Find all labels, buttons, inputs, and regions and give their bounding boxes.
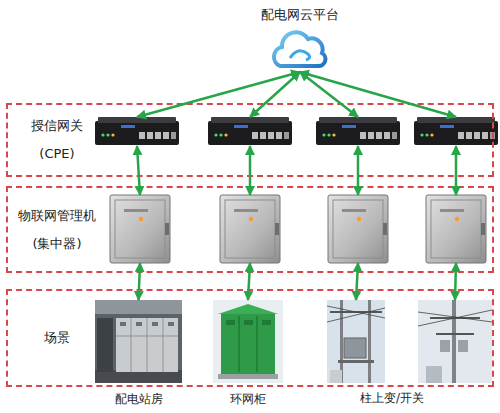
picture-detail bbox=[147, 318, 148, 372]
cpe-device bbox=[316, 117, 400, 145]
picture-detail bbox=[221, 314, 275, 374]
picture-detail bbox=[238, 316, 240, 372]
concentrator bbox=[426, 195, 486, 263]
concentrator bbox=[220, 195, 280, 263]
cpe-gateway bbox=[208, 117, 292, 146]
link-arrow bbox=[455, 263, 456, 300]
link-arrow bbox=[137, 72, 300, 117]
picture-detail bbox=[458, 340, 468, 352]
cloud-outline bbox=[274, 32, 325, 66]
cpe-devices bbox=[95, 117, 498, 145]
picture-detail bbox=[418, 312, 492, 322]
picture-detail bbox=[436, 333, 474, 335]
substation-room-picture bbox=[95, 300, 182, 383]
picture-detail bbox=[344, 338, 366, 358]
link-arrow bbox=[455, 146, 458, 195]
scene-picture: 环网柜 bbox=[213, 300, 283, 383]
scene-picture bbox=[418, 300, 492, 383]
picture-detail bbox=[452, 300, 456, 383]
pole-transformer-picture bbox=[327, 300, 385, 383]
picture-detail bbox=[218, 374, 278, 379]
picture-detail bbox=[95, 300, 182, 314]
cpe-gateway bbox=[414, 117, 498, 146]
link-arrow bbox=[250, 72, 300, 117]
picture-detail bbox=[338, 360, 374, 363]
picture-detail bbox=[116, 318, 178, 372]
picture-detail bbox=[120, 322, 126, 326]
concentrator-box bbox=[426, 195, 486, 263]
picture-detail bbox=[327, 308, 385, 322]
platform-title: 配电网云平台 bbox=[252, 6, 348, 24]
layer-label: 场景 bbox=[14, 291, 100, 385]
cpe-device bbox=[414, 117, 498, 145]
picture-detail bbox=[426, 366, 442, 383]
link-arrow bbox=[356, 263, 358, 300]
concentrator bbox=[328, 195, 388, 263]
concentrator-box bbox=[110, 195, 170, 263]
picture-detail bbox=[95, 300, 182, 383]
picture-detail bbox=[244, 320, 253, 325]
picture-detail bbox=[418, 310, 492, 326]
link-arrow bbox=[249, 146, 252, 195]
picture-detail bbox=[97, 318, 113, 372]
picture-detail bbox=[213, 300, 283, 383]
scene-caption: 环网柜 bbox=[230, 391, 266, 408]
scene-caption: 配电站房 bbox=[115, 391, 163, 408]
link-arrow bbox=[300, 72, 358, 117]
cpe-device bbox=[95, 117, 179, 145]
picture-detail bbox=[136, 322, 142, 326]
picture-detail bbox=[131, 318, 132, 372]
pole-switch-picture bbox=[418, 300, 492, 383]
concentrator-box bbox=[328, 195, 388, 263]
scene-picture: 配电站房 bbox=[95, 300, 182, 383]
picture-detail bbox=[327, 306, 385, 318]
link-arrow bbox=[357, 146, 360, 195]
layer-band: 授信网关 (CPE) bbox=[6, 103, 494, 177]
cloud-platform: 配电网云平台 bbox=[252, 2, 348, 72]
concentrators bbox=[110, 195, 486, 263]
concentrator-box bbox=[220, 195, 280, 263]
picture-detail bbox=[327, 300, 385, 383]
cpe-gateway bbox=[95, 117, 179, 146]
picture-detail bbox=[218, 304, 278, 314]
link-arrow bbox=[300, 72, 456, 117]
picture-detail bbox=[116, 336, 178, 337]
scene-picture bbox=[327, 300, 385, 383]
layer-label: 授信网关 (CPE) bbox=[14, 105, 100, 175]
concentrator bbox=[110, 195, 170, 263]
cpe-gateway bbox=[316, 117, 400, 146]
picture-detail bbox=[163, 318, 164, 372]
ring-main-unit-picture bbox=[213, 300, 283, 383]
picture-detail bbox=[262, 320, 271, 325]
picture-detail bbox=[440, 340, 450, 352]
cloud-swirl bbox=[290, 51, 310, 60]
picture-detail bbox=[330, 370, 342, 383]
link-arrow bbox=[139, 263, 141, 300]
link-arrow bbox=[248, 263, 250, 300]
cloud-icon bbox=[274, 32, 325, 66]
scene-caption: 柱上变/开关 bbox=[342, 390, 442, 407]
picture-detail bbox=[168, 322, 174, 326]
layer-band: 场景配电站房环网柜 bbox=[6, 289, 494, 387]
picture-detail bbox=[256, 316, 258, 372]
layer-label: 物联网管理机 (集中器) bbox=[14, 188, 100, 271]
picture-detail bbox=[152, 322, 158, 326]
cpe-device bbox=[208, 117, 292, 145]
layer-band: 物联网管理机 (集中器) bbox=[6, 186, 494, 273]
picture-detail bbox=[226, 320, 235, 325]
link-arrow bbox=[137, 146, 140, 195]
picture-detail bbox=[418, 300, 492, 383]
